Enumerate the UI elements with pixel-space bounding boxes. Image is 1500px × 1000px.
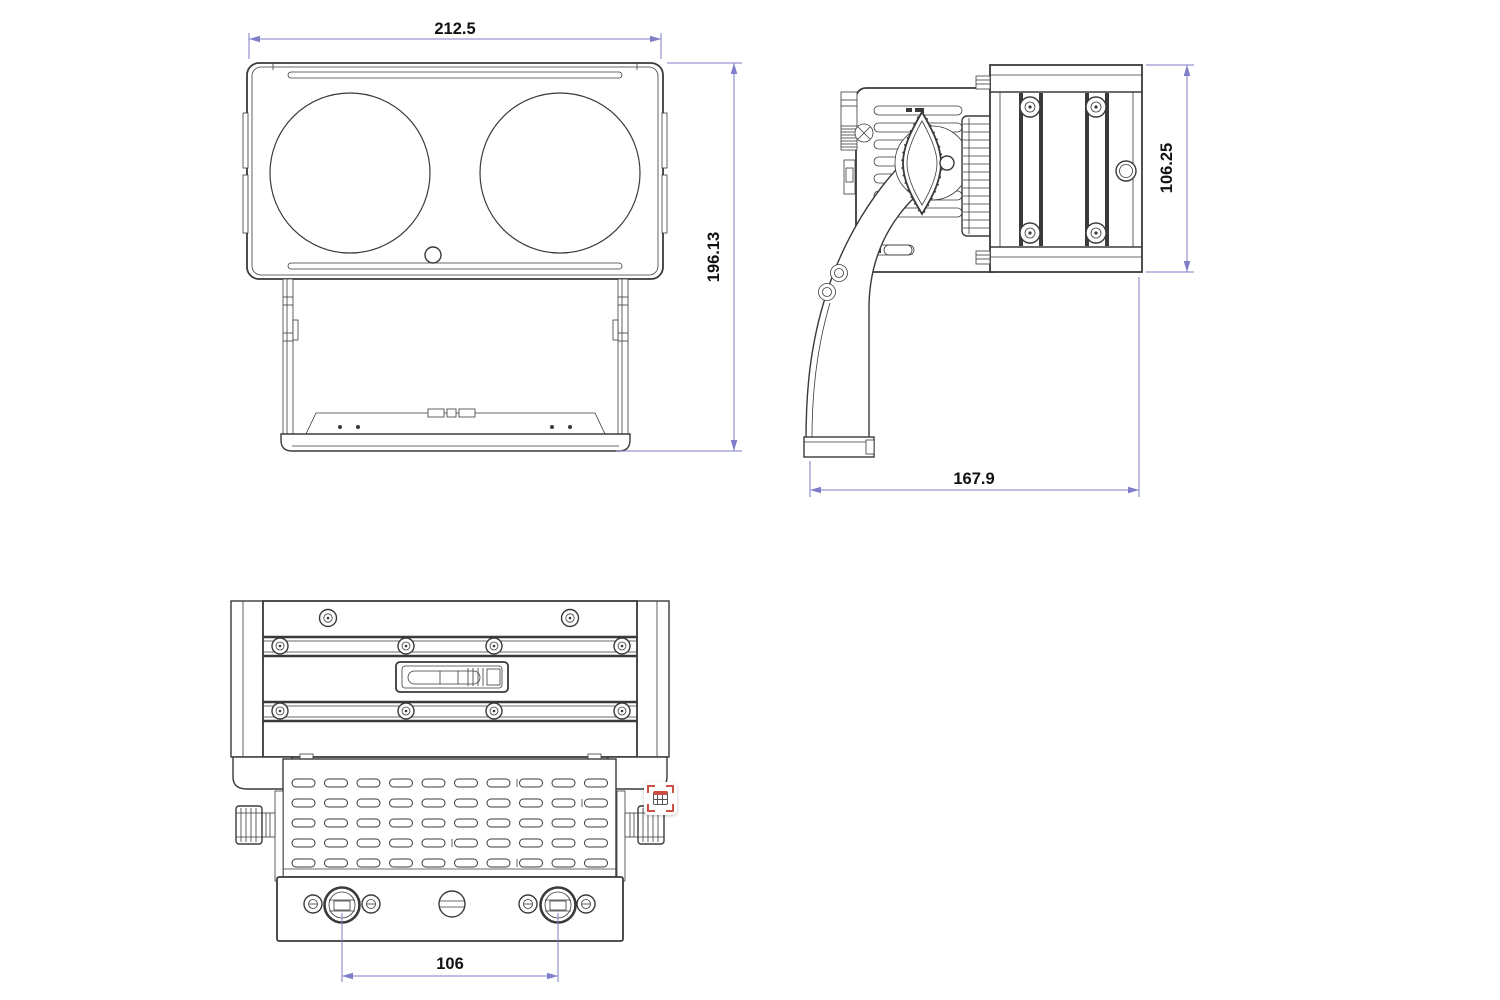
front-view [242,62,668,452]
right-lens-circle [479,92,641,254]
side-body [975,64,1143,273]
dim-front-width: 212.5 [248,20,662,59]
grid-icon [653,791,668,805]
dim-side-height: 106.25 [1146,64,1194,273]
scan-corner-icon [647,785,655,793]
rail-band-bottom [263,700,637,723]
left-lens-circle [269,92,431,254]
dim-bottom-spacing: 106 [341,913,559,982]
side-left-fittings [840,91,874,195]
scan-overlay-icon[interactable] [644,782,677,815]
side-body-screws [1019,96,1107,244]
dim-label-side-height: 106.25 [1158,143,1176,193]
carry-handle [395,661,509,693]
yoke-base-bar [280,433,631,452]
rail-band-top [263,635,637,658]
perforated-panel [282,758,617,878]
bottom-view [230,600,670,942]
dim-label-side-depth: 167.9 [953,470,994,488]
dim-front-height: 196.13 [616,62,742,452]
scan-corner-icon [647,804,655,812]
front-bottom-trim [287,262,623,270]
front-sensor-hole [424,246,442,264]
dim-label-bottom-spacing: 106 [436,955,464,973]
right-flange [636,600,670,758]
left-adjust-knob [235,790,284,882]
dim-label-front-height: 196.13 [705,232,723,282]
dim-label-front-width: 212.5 [434,20,475,38]
dim-side-depth: 167.9 [809,277,1140,497]
tilt-lock-knob [894,108,970,218]
scan-corner-icon [666,785,674,793]
side-view [803,64,1143,458]
front-yoke [280,278,631,452]
left-flange [230,600,264,758]
left-wing [232,756,293,790]
bottom-fastener-plate [276,876,624,942]
front-top-trim [287,71,623,79]
yoke-foot [803,436,875,458]
scan-corner-icon [666,804,674,812]
center-slot-screw [438,890,466,918]
